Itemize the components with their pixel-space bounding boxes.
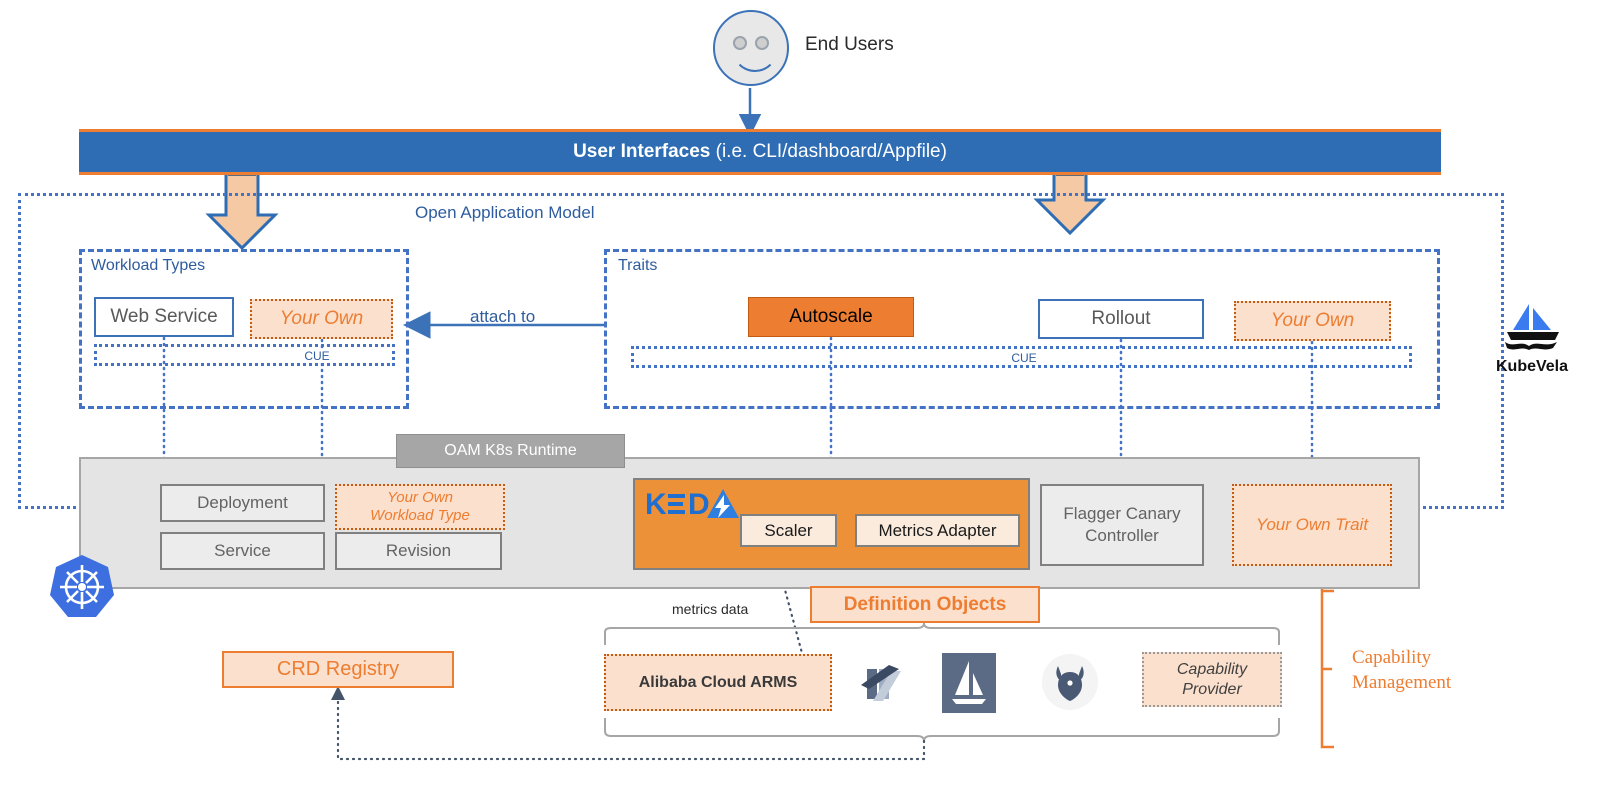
svg-text:K: K xyxy=(645,488,667,521)
own-workload-line1: Your Own xyxy=(387,489,453,506)
cue-bar-traits: CUE xyxy=(631,346,1412,368)
workload-types-title: Workload Types xyxy=(91,257,206,274)
keda-scaler[interactable]: Scaler xyxy=(740,514,837,547)
svg-text:D: D xyxy=(688,488,710,521)
provider-alibaba-cloud-arms[interactable]: Alibaba Cloud ARMS xyxy=(604,654,832,711)
istio-logo-icon xyxy=(942,653,996,713)
runtime-deployment[interactable]: Deployment xyxy=(160,484,325,522)
attach-to-label: attach to xyxy=(470,307,536,326)
kubevela-label: KubeVela xyxy=(1495,358,1569,375)
kubevela-logo: KubeVela xyxy=(1482,300,1582,380)
sailboat-icon xyxy=(1505,304,1559,350)
user-interfaces-title: User Interfaces xyxy=(573,141,711,162)
open-application-model-label: Open Application Model xyxy=(415,203,595,222)
workload-your-own[interactable]: Your Own xyxy=(250,299,393,339)
workload-web-service[interactable]: Web Service xyxy=(94,297,234,337)
capability-provider-line1: Capability xyxy=(1176,660,1248,678)
oam-k8s-runtime-tag: OAM K8s Runtime xyxy=(396,434,625,468)
traits-title: Traits xyxy=(618,257,658,274)
runtime-revision[interactable]: Revision xyxy=(335,532,502,570)
metrics-data-label: metrics data xyxy=(672,601,749,617)
definition-objects-box[interactable]: Definition Objects xyxy=(810,586,1040,623)
smile-icon xyxy=(732,44,778,72)
traits-group xyxy=(604,249,1440,409)
flagger-line1: Flagger Canary xyxy=(1063,504,1181,523)
capability-provider-line2: Provider xyxy=(1182,680,1242,698)
cue-bar-workload: CUE xyxy=(94,344,395,366)
runtime-your-own-workload-type[interactable]: Your Own Workload Type xyxy=(335,484,505,530)
capability-management-label: Capability Management xyxy=(1352,645,1451,695)
runtime-your-own-trait[interactable]: Your Own Trait xyxy=(1232,484,1392,566)
thanos-logo-icon xyxy=(1042,654,1098,710)
flagger-line2: Controller xyxy=(1085,526,1159,545)
trait-rollout[interactable]: Rollout xyxy=(1038,299,1204,339)
keda-metrics-adapter[interactable]: Metrics Adapter xyxy=(855,514,1020,547)
end-users-label: End Users xyxy=(805,34,894,55)
provider-capability-provider[interactable]: Capability Provider xyxy=(1142,652,1282,707)
runtime-service[interactable]: Service xyxy=(160,532,325,570)
capability-management-line2: Management xyxy=(1352,672,1452,693)
own-workload-line2: Workload Type xyxy=(370,507,470,524)
user-interfaces-bar[interactable]: User Interfaces (i.e. CLI/dashboard/Appf… xyxy=(79,129,1441,175)
trait-your-own[interactable]: Your Own xyxy=(1234,301,1391,341)
workload-types-group xyxy=(79,249,409,409)
crd-registry-box[interactable]: CRD Registry xyxy=(222,651,454,688)
cue-label-traits: CUE xyxy=(1004,351,1044,365)
trait-autoscale[interactable]: Autoscale xyxy=(748,297,914,337)
keda-logo-icon: K D xyxy=(645,487,755,521)
cue-label-workload: CUE xyxy=(297,349,337,363)
kubewatch-logo-icon xyxy=(853,655,909,711)
user-interfaces-subtitle: (i.e. CLI/dashboard/Appfile) xyxy=(710,141,947,162)
capability-management-line1: Capability xyxy=(1352,647,1432,668)
end-users-avatar xyxy=(713,10,789,86)
kubernetes-icon xyxy=(47,552,117,622)
